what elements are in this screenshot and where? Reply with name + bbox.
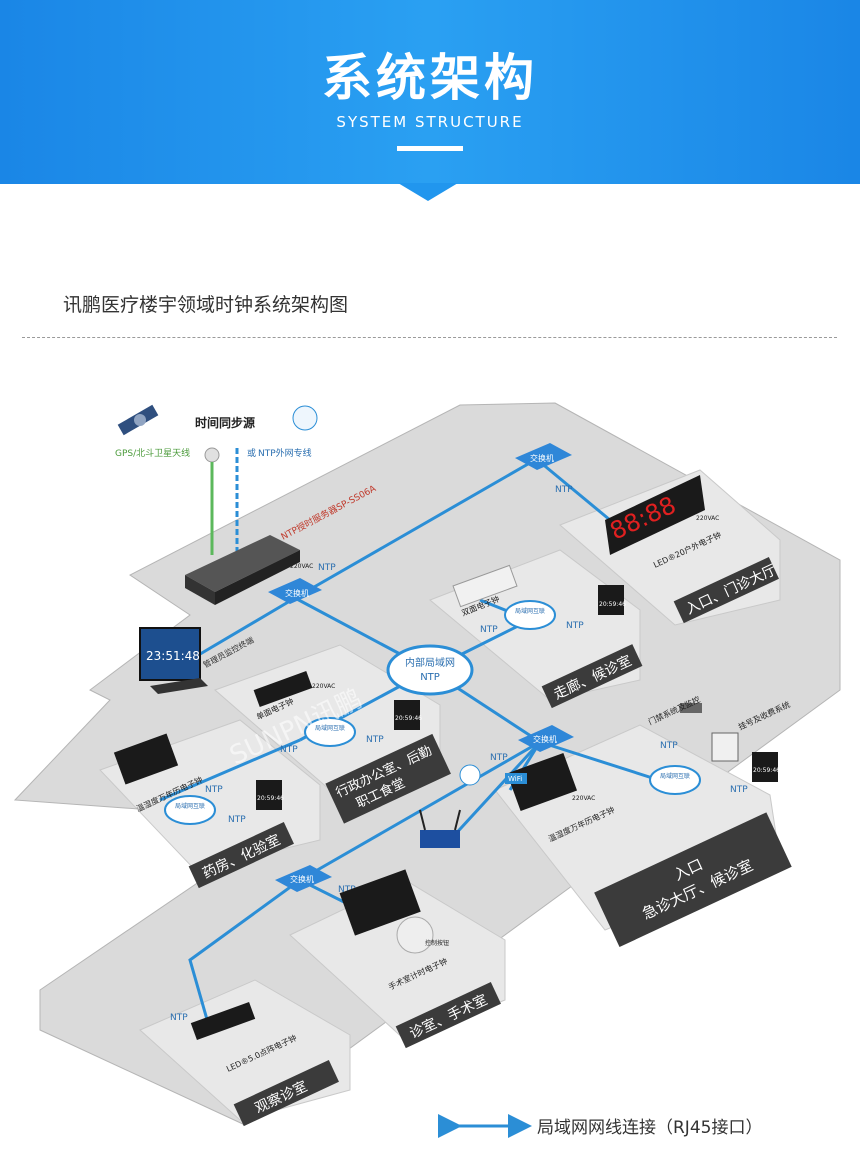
ntp-line-label: NTP外网专线 xyxy=(258,447,312,459)
mini-network xyxy=(504,600,556,630)
lan-label: 内部局域网 xyxy=(405,656,455,669)
ntp-server-icon xyxy=(185,535,300,605)
switch-label: 交换机 xyxy=(530,453,554,463)
gps-label: GPS/北斗卫星天线 xyxy=(115,447,190,459)
tablet-icon xyxy=(752,752,778,782)
cable xyxy=(294,458,536,600)
switch-icon: 交换机 xyxy=(268,578,322,604)
wifi-icon xyxy=(459,764,481,786)
ntp-label: NTP xyxy=(280,745,298,755)
legend-label: 局域网网线连接（RJ45接口） xyxy=(537,1118,763,1138)
mini-net-label: 局域网互联 xyxy=(315,724,345,732)
switch-label: 交换机 xyxy=(285,588,309,598)
ntp-label: NTP xyxy=(660,741,678,751)
gps-antenna-icon xyxy=(204,447,220,463)
cable xyxy=(188,878,301,1031)
cable xyxy=(539,460,611,522)
op-clock-icon xyxy=(339,869,421,936)
lan-hub xyxy=(386,644,474,696)
control-label: 控制按钮 xyxy=(425,939,449,947)
ntp-label: NTP xyxy=(555,485,573,495)
room-label: 入口 急诊大厅、候诊室 xyxy=(594,812,792,948)
ntp-label: NTP xyxy=(366,735,384,745)
diagram-title: 讯鹏医疗楼宇领域时钟系统架构图 xyxy=(63,294,349,316)
ntp-label: NTP xyxy=(480,625,498,635)
satellite-icon xyxy=(117,404,159,436)
ntp-label: NTP xyxy=(338,885,356,895)
queue-terminal-icon xyxy=(711,732,739,762)
lan-ntp: NTP xyxy=(420,672,440,683)
thermo-clock-icon xyxy=(506,752,578,812)
double-clock-icon xyxy=(452,564,518,608)
single-clock-icon xyxy=(253,670,313,708)
page-subtitle: SYSTEM STRUCTURE xyxy=(336,113,524,131)
power-label: 220VAC xyxy=(290,563,313,570)
tablet-time: 20:59:46 xyxy=(599,601,626,608)
access-control-icon xyxy=(680,703,702,713)
ntp-label: NTP xyxy=(170,1013,188,1023)
dot-clock-icon xyxy=(190,1001,256,1041)
ntp-label: NTP xyxy=(566,621,584,631)
tablet-icon xyxy=(256,780,282,810)
power-label: 220VAC xyxy=(312,683,335,690)
ntp-label: NTP xyxy=(228,815,246,825)
power-label: 220VAC xyxy=(696,515,719,522)
tablet-time: 20:59:46 xyxy=(395,715,422,722)
page-title: 系统架构 xyxy=(322,49,538,107)
cable xyxy=(448,740,542,842)
monitor-time: 23:51:48 xyxy=(146,649,200,663)
or-label: 或 xyxy=(247,447,256,459)
cable xyxy=(159,738,301,802)
divider xyxy=(22,337,837,338)
tablet-icon xyxy=(598,585,624,615)
ntp-label: NTP xyxy=(490,753,508,763)
outdoor-clock-icon xyxy=(605,475,705,555)
wifi-label: WiFi xyxy=(508,775,522,783)
router-icon xyxy=(419,809,461,848)
header-banner xyxy=(0,0,860,184)
cable xyxy=(189,596,296,662)
switch-icon: 交换机 xyxy=(515,443,572,470)
tablet-icon xyxy=(394,700,420,730)
control-panel-icon xyxy=(396,916,434,954)
switch-icon: 交换机 xyxy=(518,725,574,752)
tablet-time: 20:59:46 xyxy=(753,767,780,774)
ntp-label: NTP xyxy=(205,785,223,795)
thermo-clock-icon xyxy=(113,733,179,785)
mini-net-label: 局域网互联 xyxy=(660,772,690,780)
wifi-badge xyxy=(505,773,527,784)
monitor-icon xyxy=(139,627,208,694)
ntp-label: NTP xyxy=(318,563,336,573)
switch-label: 交换机 xyxy=(533,734,557,744)
mini-net-label: 局域网互联 xyxy=(175,802,205,810)
title-underline xyxy=(397,146,463,151)
mini-net-label: 局域网互联 xyxy=(515,607,545,615)
power-label: 220VAC xyxy=(572,795,595,802)
globe-icon xyxy=(292,405,318,431)
time-source-label: 时间同步源 xyxy=(195,415,255,430)
switch-icon: 交换机 xyxy=(275,865,332,892)
tablet-time: 20:59:46 xyxy=(257,795,284,802)
mini-network xyxy=(304,717,356,747)
banner-notch xyxy=(398,183,458,201)
switch-label: 交换机 xyxy=(290,874,314,884)
ntp-label: NTP xyxy=(730,785,748,795)
mini-network xyxy=(164,795,216,825)
mini-network xyxy=(649,765,701,795)
